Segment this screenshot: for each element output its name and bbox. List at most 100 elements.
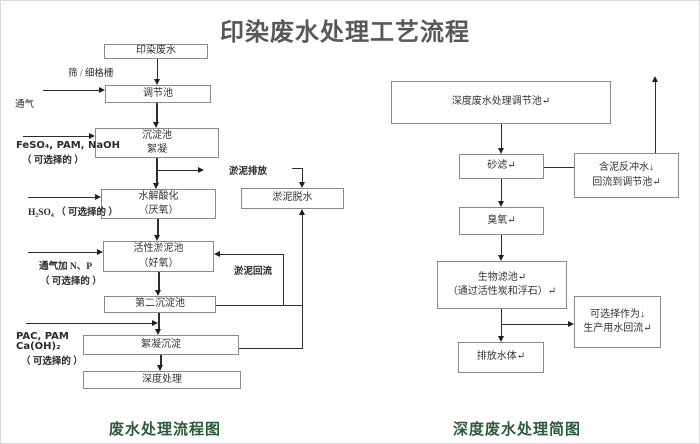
node-label: 活性淤泥池 xyxy=(133,243,184,254)
arrow-head xyxy=(214,251,220,257)
node-label: 深度废水处理调节池↵ xyxy=(451,96,551,108)
flow-line xyxy=(28,252,98,253)
node-discharge-water: 排放水体↵ xyxy=(458,342,544,373)
flow-line xyxy=(501,179,502,202)
arrow-head xyxy=(154,235,160,241)
node-secondary-sedimentation: 第二沉淀池 xyxy=(104,296,216,313)
arrow-head xyxy=(155,329,161,335)
node-label: 可选择作为↓ xyxy=(590,308,645,320)
arrow-head xyxy=(498,255,504,261)
arrow-head xyxy=(299,209,305,215)
node-label: 回流到调节池↵ xyxy=(592,176,661,188)
flow-line xyxy=(216,305,303,306)
flow-line xyxy=(158,272,160,291)
node-label: 第二沉淀池 xyxy=(135,298,185,310)
node-ozone: 臭氧↵ xyxy=(459,207,544,235)
label-optional: （ 可选择的 ） xyxy=(22,156,84,166)
node-deep-regulating-tank: 深度废水处理调节池↵ xyxy=(391,81,611,124)
node-hydrolysis-acidification: 水解酸化 （厌氧） xyxy=(101,189,216,219)
arrow-head xyxy=(155,290,161,296)
node-flocculation-sedimentation: 絮凝沉淀 xyxy=(83,335,239,355)
flow-line xyxy=(156,158,158,184)
flow-line xyxy=(157,59,158,80)
right-chart-caption: 深度废水处理简图 xyxy=(453,422,582,438)
flow-line xyxy=(501,324,569,325)
flow-line xyxy=(302,215,303,348)
arrow-head xyxy=(97,249,103,255)
node-advanced-treatment: 深度处理 xyxy=(83,371,241,389)
label-aeration: 通气 xyxy=(15,100,35,110)
node-label: 水解酸化 xyxy=(138,190,179,202)
flow-line xyxy=(239,348,303,349)
flow-line xyxy=(26,323,152,324)
node-label: 深度处理 xyxy=(142,373,182,385)
node-label: 调节池 xyxy=(143,87,173,99)
label-optional: （ 可选择的 ） xyxy=(40,277,102,287)
label-optional: （ 可选择的 ） xyxy=(21,357,83,367)
label-h2so4-optional: H₂SO₄ （ 可选择的 ） xyxy=(28,208,118,218)
node-label: 生产用水回流↵ xyxy=(583,323,652,334)
arrow-head xyxy=(95,194,101,200)
label-aeration-n-p: 通气加 N、P xyxy=(39,262,93,272)
arrow-head xyxy=(153,183,159,189)
label-screen-grid: 筛 / 细格栅 xyxy=(68,69,114,79)
flow-line xyxy=(501,124,502,149)
node-label: 臭氧↵ xyxy=(487,214,516,226)
node-biofilter: 生物滤池↵ （通过活性炭和浮石）↵ xyxy=(437,261,567,309)
arrow-head xyxy=(198,167,204,173)
arrow-head xyxy=(498,148,504,154)
label-sludge-discharge: 淤泥排放 xyxy=(229,167,268,177)
node-reuse-option: 可选择作为↓ 生产用水回流↵ xyxy=(574,296,661,348)
arrow-head xyxy=(152,320,158,326)
node-label: 絮凝沉淀 xyxy=(141,338,181,350)
flow-line xyxy=(302,168,303,182)
flow-line xyxy=(23,136,89,137)
node-label: （厌氧） xyxy=(138,205,179,216)
flow-line xyxy=(501,309,502,337)
arrow-head xyxy=(157,365,163,371)
label-feso4-pam-naoh: FeSO₄, PAM, NaOH xyxy=(16,140,120,151)
node-label: 絮凝 xyxy=(147,144,167,155)
arrow-head xyxy=(89,133,95,139)
arrow-head xyxy=(299,182,305,188)
flow-line xyxy=(292,168,303,169)
node-backwash-return: 含泥反冲水↓ 回流到调节池↵ xyxy=(574,153,679,198)
arrow-head xyxy=(154,79,160,85)
arrow-head xyxy=(99,87,105,93)
flow-line xyxy=(43,90,100,91)
node-label: 印染废水 xyxy=(136,45,176,57)
node-label: 沉淀池 xyxy=(142,129,172,141)
flow-line xyxy=(160,355,162,366)
node-label: （通过活性炭和浮石）↵ xyxy=(447,286,557,297)
arrow-head xyxy=(498,336,504,342)
flow-line xyxy=(283,254,284,305)
flow-line xyxy=(501,235,502,256)
flow-line xyxy=(544,167,574,168)
diagram-title: 印染废水处理工艺流程 xyxy=(220,18,470,46)
node-sludge-dewatering: 淤泥脱水 xyxy=(241,188,344,209)
label-sludge-return: 淤泥回流 xyxy=(234,267,273,277)
node-sand-filter: 砂滤↵ xyxy=(459,154,544,179)
node-regulating-tank: 调节池 xyxy=(105,85,211,103)
flow-line xyxy=(157,170,199,171)
arrow-head xyxy=(652,76,658,82)
node-label: 含泥反冲水↓ xyxy=(599,162,654,173)
label-caoh2: Ca(OH)₂ xyxy=(16,341,61,352)
node-sedimentation-tank: 沉淀池 絮凝 xyxy=(95,128,219,158)
node-label: 淤泥脱水 xyxy=(272,192,313,204)
arrow-head xyxy=(153,122,159,128)
label-pac-pam: PAC, PAM xyxy=(16,331,69,342)
node-raw-wastewater: 印染废水 xyxy=(104,44,208,59)
flow-line xyxy=(220,254,283,255)
left-chart-caption: 废水处理流程图 xyxy=(109,422,222,438)
node-label: 排放水体↵ xyxy=(476,351,526,363)
node-activated-sludge-tank: 活性淤泥池 （好氧） xyxy=(103,241,214,272)
node-label: 生物滤池↵ xyxy=(477,271,527,283)
node-label: （好氧） xyxy=(138,257,179,269)
arrow-head xyxy=(568,321,574,327)
flow-line xyxy=(157,219,159,236)
flow-line xyxy=(156,103,158,123)
flow-line xyxy=(158,313,160,330)
flow-line xyxy=(28,197,96,198)
